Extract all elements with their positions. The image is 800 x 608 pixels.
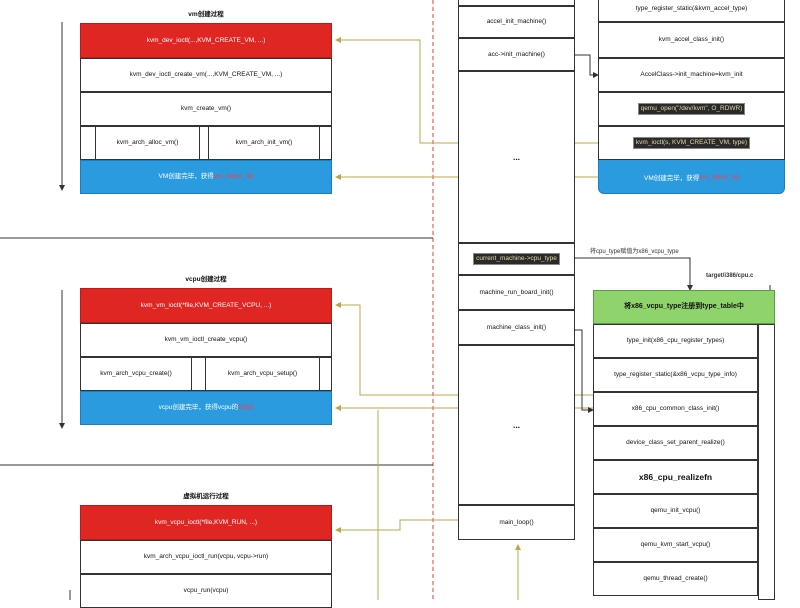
x86-register-header-label: 将x86_vcpu_type注册到type_table中	[624, 303, 744, 310]
init-vcpu-box: qemu_init_vcpu()	[593, 494, 758, 528]
cpu-file-label: target/i386/cpu.c	[706, 273, 754, 279]
x86-type-register-box: type_register_static(&x86_vcpu_type_info…	[593, 358, 758, 392]
machine-run-board-init-label: machine_run_board_init()	[479, 288, 554, 296]
vm-arch-alloc-box: kvm_arch_alloc_vm()	[95, 126, 200, 160]
vm-ioctl-label: kvm_dev_ioctl(...,KVM_CREATE_VM, ...)	[146, 36, 266, 44]
vm-create-box: kvm_create_vm()	[80, 92, 332, 126]
accel-class-init-machine-label: AccelClass->init_machine=kvm_init	[640, 71, 743, 78]
machine-run-board-init-box: machine_run_board_init()	[458, 275, 575, 310]
center-dots-2-label: ...	[512, 420, 521, 430]
accel-init-machine-box: accel_init_machine()	[458, 6, 575, 38]
acc-init-machine-label: acc->init_machine()	[488, 50, 545, 58]
vm-ioctl-create-label: kvm_dev_ioctl_create_vm(...,KVM_CREATE_V…	[129, 71, 283, 78]
run-ioctl-label: kvm_vcpu_ioctl(*file,KVM_RUN, ...)	[154, 518, 258, 526]
center-dots-1-label: ...	[512, 152, 521, 162]
vcpu-arch-create-label: kvm_arch_vcpu_create()	[100, 370, 172, 377]
kvm-type-register-label: type_register_static(&kvm_accel_type)	[635, 5, 748, 12]
realizefn-label: x86_cpu_realizefn	[638, 472, 713, 482]
thread-create-label: qemu_thread_create()	[643, 575, 708, 582]
machine-class-init-box: machine_class_init()	[458, 310, 575, 345]
kvm-accel-class-init-label: kvm_accel_class_init()	[658, 36, 725, 43]
center-top-stub	[458, 0, 575, 6]
kvm-ioctl-label: kvm_ioctl(s, KVM_CREATE_VM, type)	[632, 137, 751, 149]
run-vcpu-run-box: vcpu_run(vcpu)	[80, 574, 332, 608]
vcpu-done-label: vcpu创建完毕，获得vcpu的	[158, 404, 239, 411]
vcpu-arch-create-box: kvm_arch_vcpu_create()	[80, 357, 192, 391]
run-vcpu-run-label: vcpu_run(vcpu)	[183, 587, 229, 594]
vcpu-ioctl-create-box: kvm_vm_ioctl_create_vcpu()	[80, 323, 332, 357]
vm-arch-alloc-label: kvm_arch_alloc_vm()	[116, 139, 179, 146]
vm-arch-init-box: kvm_arch_init_vm()	[208, 126, 320, 160]
vcpu-done-fd: fd(fd)	[238, 404, 254, 411]
qemu-open-box: qemu_open("/dev/kvm", O_RDWR)	[598, 92, 785, 126]
x86-type-register-label: type_register_static(&x86_vcpu_type_info…	[614, 371, 737, 378]
main-loop-label: main_loop()	[499, 518, 534, 526]
accel-init-machine-label: accel_init_machine()	[486, 18, 547, 25]
vm-ioctl-create-box: kvm_dev_ioctl_create_vm(...,KVM_CREATE_V…	[80, 58, 332, 92]
vcpu-ioctl-label: kvm_vm_ioctl(*file,KVM_CREATE_VCPU, ...)	[140, 301, 272, 309]
qemu-open-label: qemu_open("/dev/kvm", O_RDWR)	[637, 103, 746, 115]
current-machine-label: current_machine->cpu_type	[473, 253, 560, 265]
vm-create-label: kvm_create_vm()	[180, 105, 232, 112]
right-top-done-label: VM创建完毕，获得	[644, 175, 700, 182]
vcpu-arch-setup-box: kvm_arch_vcpu_setup()	[205, 357, 320, 391]
accel-class-init-machine-box: AccelClass->init_machine=kvm_init	[598, 58, 785, 92]
vm-done-fd: vm_fd(vm_fd)	[213, 173, 254, 180]
set-parent-realize-label: device_class_set_parent_realize()	[626, 439, 725, 446]
acc-init-machine-box: acc->init_machine()	[458, 38, 575, 71]
kvm-ioctl-box: kvm_ioctl(s, KVM_CREATE_VM, type)	[598, 126, 785, 160]
kvm-accel-class-init-box: kvm_accel_class_init()	[598, 22, 785, 58]
vcpu-ioctl-create-label: kvm_vm_ioctl_create_vcpu()	[164, 336, 248, 343]
main-loop-box: main_loop()	[458, 505, 575, 540]
x86-register-header: 将x86_vcpu_type注册到type_table中	[593, 290, 775, 324]
center-dots-1: ...	[458, 71, 575, 243]
vcpu-ioctl-box: kvm_vm_ioctl(*file,KVM_CREATE_VCPU, ...)	[80, 288, 332, 323]
kvm-type-register-box: type_register_static(&kvm_accel_type)	[598, 0, 785, 22]
run-ioctl-box: kvm_vcpu_ioctl(*file,KVM_RUN, ...)	[80, 505, 332, 540]
start-vcpu-label: qemu_kvm_start_vcpu()	[640, 541, 711, 548]
vm-ioctl-box: kvm_dev_ioctl(...,KVM_CREATE_VM, ...)	[80, 23, 332, 58]
vcpu-arch-setup-label: kvm_arch_vcpu_setup()	[227, 370, 298, 377]
run-section-title: 虚拟机运行过程	[183, 493, 229, 500]
right-top-done-fd: vm_fd(vm_fd)	[699, 173, 739, 181]
common-class-init-box: x86_cpu_common_class_init()	[593, 392, 758, 426]
vcpu-section-title: vcpu创建过程	[185, 276, 227, 283]
current-machine-box: current_machine->cpu_type	[458, 243, 575, 275]
run-ioctl-run-label: kvm_arch_vcpu_ioctl_run(vcpu, vcpu->run)	[143, 553, 269, 560]
vm-done-label: VM创建完毕，获得	[158, 173, 214, 180]
center-dots-2: ...	[458, 345, 575, 505]
realizefn-box: x86_cpu_realizefn	[593, 460, 758, 494]
common-class-init-label: x86_cpu_common_class_init()	[631, 405, 720, 412]
init-vcpu-label: qemu_init_vcpu()	[650, 507, 701, 514]
run-ioctl-run-box: kvm_arch_vcpu_ioctl_run(vcpu, vcpu->run)	[80, 540, 332, 574]
right-bottom-bar	[758, 324, 775, 600]
thread-create-box: qemu_thread_create()	[593, 562, 758, 596]
machine-class-init-label: machine_class_init()	[486, 323, 547, 331]
type-init-label: type_init(x86_cpu_register_types)	[626, 337, 725, 344]
start-vcpu-box: qemu_kvm_start_vcpu()	[593, 528, 758, 562]
type-init-box: type_init(x86_cpu_register_types)	[593, 324, 758, 358]
set-parent-realize-box: device_class_set_parent_realize()	[593, 426, 758, 460]
cpu-type-note: 将cpu_type赋值为x86_vcpu_type	[590, 249, 679, 255]
vm-arch-init-label: kvm_arch_init_vm()	[235, 139, 293, 146]
vm-section-title: vm创建过程	[188, 11, 224, 18]
